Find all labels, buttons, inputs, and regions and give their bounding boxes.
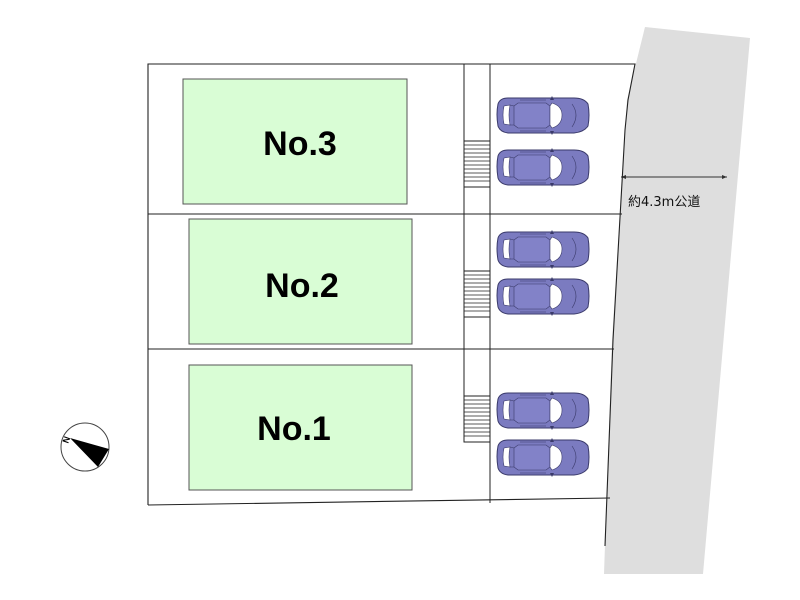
car-icon	[496, 147, 590, 188]
public-road	[604, 27, 750, 574]
lot-label: No.2	[265, 267, 339, 305]
site-boundary	[147, 63, 636, 547]
compass-label: N	[61, 435, 73, 445]
lot-label: No.3	[263, 125, 337, 163]
lot-3[interactable]: No.3	[182, 78, 590, 205]
car-icon	[496, 390, 590, 431]
lot-1[interactable]: No.1	[188, 364, 590, 491]
building-footprint	[188, 218, 413, 345]
road-width-dimension	[621, 175, 727, 179]
building-footprint	[188, 364, 413, 491]
stairs-icon	[463, 270, 491, 318]
lot-label: No.1	[257, 410, 331, 448]
road-width-label: 約4.3m公道	[628, 195, 700, 210]
car-icon	[496, 437, 590, 478]
stairs-icon	[463, 395, 491, 443]
stairs-icon	[463, 140, 491, 188]
building-footprint	[182, 78, 408, 205]
lot-2[interactable]: No.2	[188, 218, 590, 345]
north-arrow-icon: N	[60, 422, 110, 472]
car-icon	[496, 229, 590, 270]
car-icon	[496, 95, 590, 136]
car-icon	[496, 276, 590, 317]
